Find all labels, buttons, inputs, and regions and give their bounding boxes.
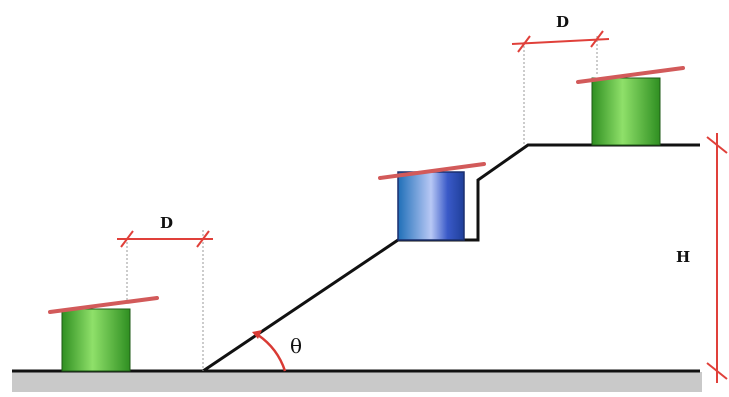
building-middle — [378, 162, 486, 241]
dimension-tick — [120, 230, 134, 248]
building-middle-roof — [378, 162, 486, 180]
building-bottom-left-body — [61, 308, 131, 372]
dimension-spacing-left: D — [117, 214, 213, 371]
dimension-tick — [517, 35, 531, 53]
dimension-tick — [706, 362, 728, 380]
slope-angle-arc — [257, 333, 287, 372]
building-top-right — [576, 66, 685, 146]
dimension-tick — [590, 30, 604, 48]
dimension-spacing-top: D — [511, 13, 610, 145]
building-top-right-body — [591, 77, 661, 146]
dimension-tick — [706, 136, 728, 154]
dimension-tick — [196, 230, 210, 248]
ground-band — [12, 372, 702, 392]
building-middle-body — [397, 171, 465, 241]
spacing-label-top: D — [556, 13, 569, 31]
height-label: H — [676, 248, 690, 266]
angle-label: θ — [290, 334, 302, 358]
building-top-right-roof — [576, 66, 685, 84]
dimension-height: H — [676, 133, 728, 383]
spacing-label-left: D — [160, 214, 173, 232]
building-bottom-left — [48, 296, 159, 372]
dimension-line — [511, 38, 610, 45]
slope-angle-arrowhead — [252, 330, 262, 339]
building-bottom-left-roof — [48, 296, 159, 314]
